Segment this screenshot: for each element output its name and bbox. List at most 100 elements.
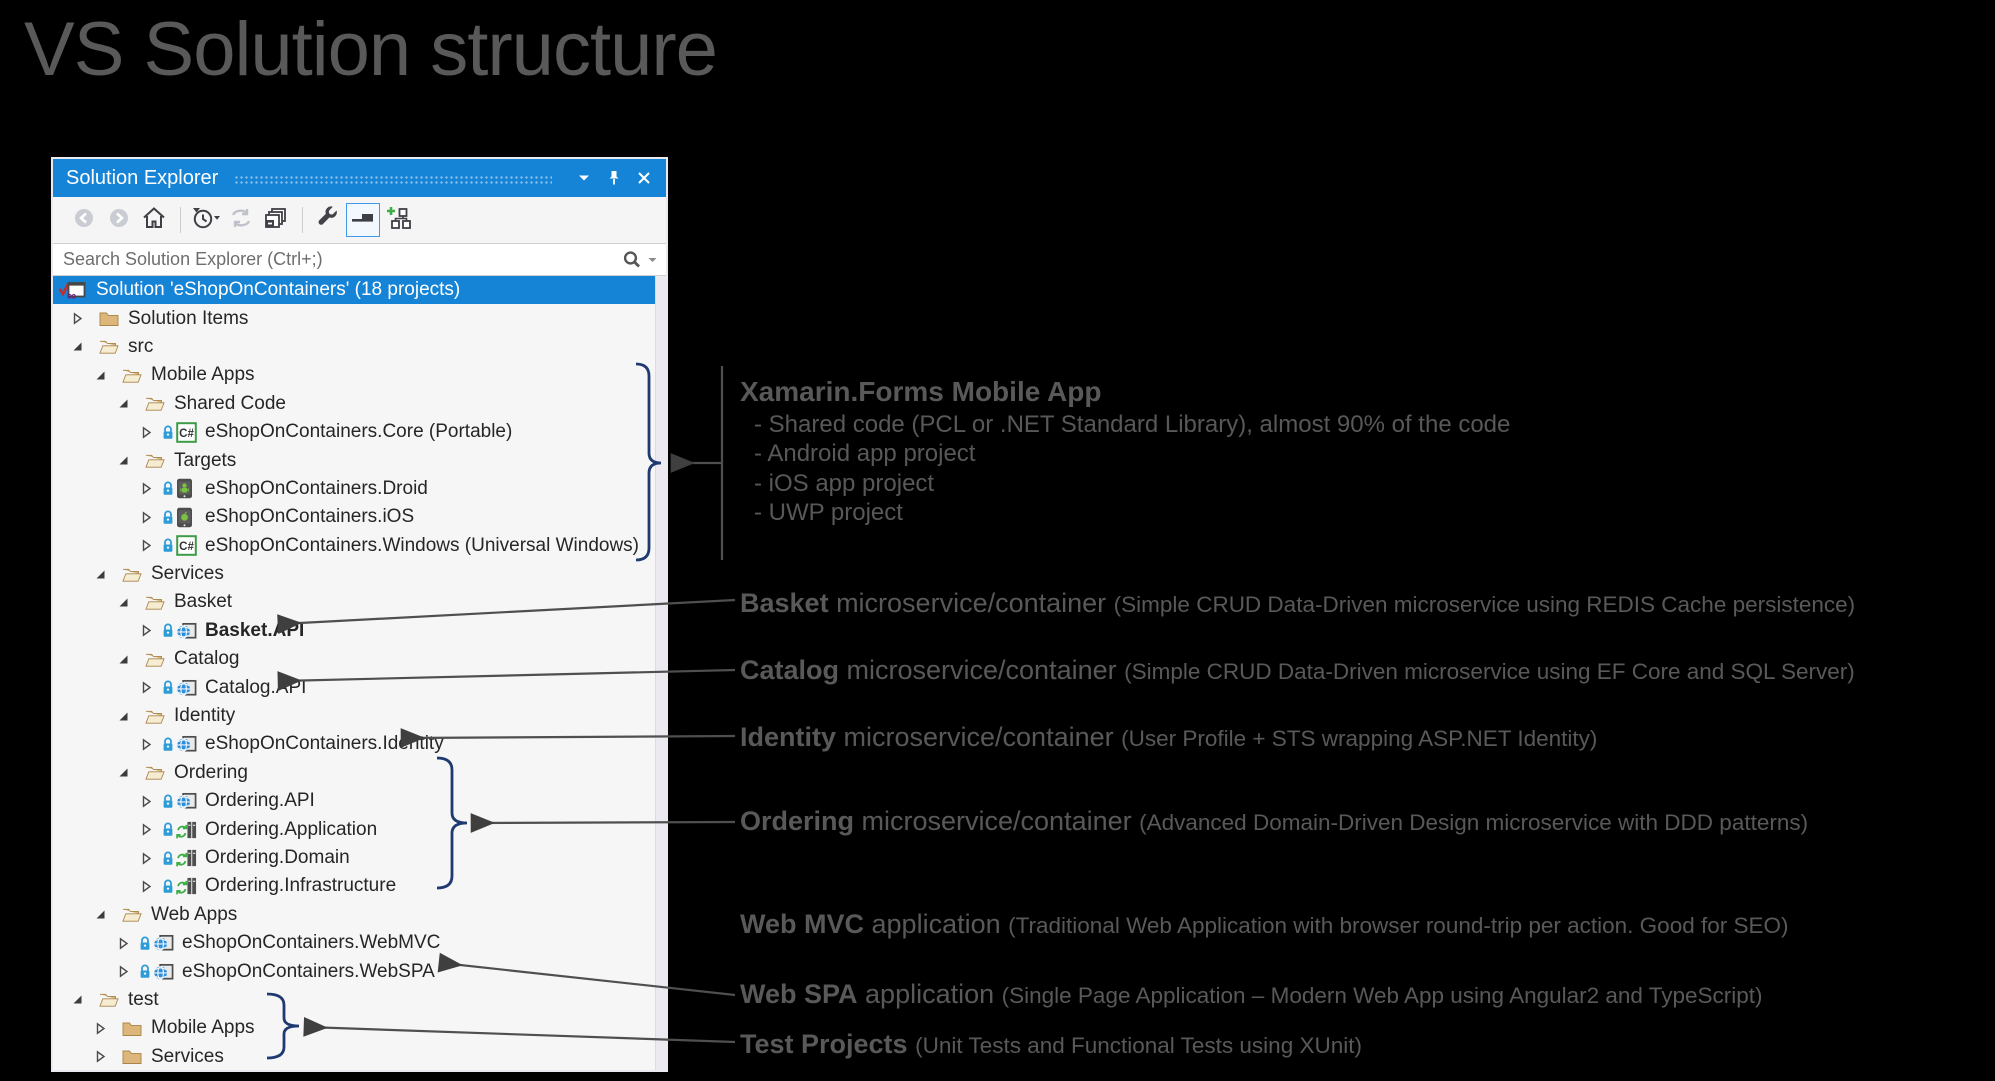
tree-row[interactable]: Ordering.Infrastructure [53, 872, 666, 900]
properties-button[interactable] [311, 203, 345, 237]
expander-open-icon[interactable] [116, 397, 130, 410]
switch-views-button[interactable] [189, 203, 223, 237]
tree-row[interactable]: Ordering.Domain [53, 844, 666, 872]
annotation-bullet: - UWP project [754, 499, 903, 527]
tree-row[interactable]: Ordering [53, 759, 666, 787]
expander-open-icon[interactable] [93, 568, 107, 581]
tree-row[interactable]: Catalog.API [53, 673, 666, 701]
expander-closed-icon[interactable] [139, 426, 153, 439]
tree-row[interactable]: eShopOnContainers.Identity [53, 730, 666, 758]
tree-row[interactable]: C#eShopOnContainers.Core (Portable) [53, 418, 666, 446]
tree-row[interactable]: Shared Code [53, 390, 666, 418]
annotation-text: microservice/container [836, 722, 1122, 752]
sync-with-active-document-button[interactable] [224, 203, 258, 237]
expander-closed-icon[interactable] [116, 937, 130, 950]
tree-row-solution[interactable]: ∞Solution 'eShopOnContainers' (18 projec… [53, 276, 666, 305]
expander-closed-icon[interactable] [139, 539, 153, 552]
tree-row[interactable]: Services [53, 560, 666, 588]
new-solution-view-button[interactable] [381, 203, 415, 237]
search-input[interactable]: Search Solution Explorer (Ctrl+;) [63, 249, 323, 269]
home-button[interactable] [137, 203, 171, 237]
web-project-icon [176, 678, 197, 698]
annotation-detail: (Unit Tests and Functional Tests using X… [915, 1033, 1362, 1058]
expander-open-icon[interactable] [116, 710, 130, 723]
expander-closed-icon[interactable] [139, 482, 153, 495]
tree-row[interactable]: src [53, 333, 666, 361]
tree-row[interactable]: Identity [53, 702, 666, 730]
annotation-text: microservice/container [854, 806, 1140, 836]
panel-titlebar[interactable]: Solution Explorer [53, 159, 666, 197]
tree-item-label: Basket [174, 591, 233, 613]
search-options-caret-icon[interactable] [647, 256, 658, 264]
lock-icon [162, 680, 174, 695]
expander-closed-icon[interactable] [139, 624, 153, 637]
tree-item-label: Solution Items [128, 307, 249, 329]
expander-closed-icon[interactable] [116, 965, 130, 978]
tree-row[interactable]: Ordering.API [53, 787, 666, 815]
folder-open-icon [99, 338, 119, 355]
web-project-icon [176, 621, 197, 641]
pin-icon[interactable] [602, 167, 626, 189]
expander-closed-icon[interactable] [93, 1022, 107, 1035]
preview-bar-icon [350, 208, 376, 233]
tree-row[interactable]: Ordering.Application [53, 815, 666, 843]
expander-closed-icon[interactable] [139, 795, 153, 808]
tree-row[interactable]: eShopOnContainers.WebMVC [53, 929, 666, 957]
home-icon [142, 206, 166, 234]
expander-open-icon[interactable] [116, 766, 130, 779]
tree-row[interactable]: Basket.API [53, 617, 666, 645]
annotation-text: microservice/container [839, 655, 1125, 685]
expander-open-icon[interactable] [70, 993, 84, 1006]
tree-item-label: Catalog.API [205, 676, 307, 698]
tree-row[interactable]: Catalog [53, 645, 666, 673]
solution-icon: ∞ [58, 280, 88, 301]
expander-closed-icon[interactable] [139, 880, 153, 893]
vertical-scrollbar[interactable] [655, 276, 666, 1070]
back-button[interactable] [67, 203, 101, 237]
tree-row[interactable]: eShopOnContainers.iOS [53, 503, 666, 531]
tree-row[interactable]: Solution Items [53, 304, 666, 332]
window-position-icon[interactable] [572, 167, 596, 189]
expander-closed-icon[interactable] [139, 511, 153, 524]
lock-icon [162, 623, 174, 638]
tree-item-label: test [128, 988, 159, 1010]
lock-icon [162, 538, 174, 553]
tree-row[interactable]: Targets [53, 446, 666, 474]
expander-open-icon[interactable] [116, 596, 130, 609]
expander-open-icon[interactable] [116, 653, 130, 666]
drag-handle-dots[interactable] [234, 174, 552, 186]
tree-row[interactable]: Services [53, 1043, 666, 1070]
annotation-text: application [857, 979, 1002, 1009]
tree-row[interactable]: test [53, 986, 666, 1014]
collapse-all-button[interactable] [259, 203, 293, 237]
expander-open-icon[interactable] [93, 908, 107, 921]
tree-item-label: Ordering.API [205, 790, 315, 812]
tree-row[interactable]: Mobile Apps [53, 1014, 666, 1042]
tree-row[interactable]: Web Apps [53, 901, 666, 929]
expander-open-icon[interactable] [93, 369, 107, 382]
tree-row[interactable]: eShopOnContainers.Droid [53, 475, 666, 503]
expander-open-icon[interactable] [70, 340, 84, 353]
expander-closed-icon[interactable] [139, 823, 153, 836]
tree-row[interactable]: Basket [53, 588, 666, 616]
stacked-windows-icon [264, 207, 288, 234]
expander-open-icon[interactable] [116, 454, 130, 467]
expander-closed-icon[interactable] [139, 681, 153, 694]
expander-closed-icon[interactable] [93, 1050, 107, 1063]
org-chart-plus-icon [385, 206, 411, 235]
expander-closed-icon[interactable] [139, 738, 153, 751]
search-box[interactable]: Search Solution Explorer (Ctrl+;) [53, 243, 666, 276]
tree-row[interactable]: Mobile Apps [53, 361, 666, 389]
expander-closed-icon[interactable] [139, 851, 153, 865]
search-icon[interactable] [621, 249, 643, 271]
close-icon[interactable] [632, 167, 656, 189]
forward-button[interactable] [102, 203, 136, 237]
solution-tree: ∞Solution 'eShopOnContainers' (18 projec… [53, 276, 666, 1070]
back-icon [73, 207, 95, 234]
tree-row[interactable]: eShopOnContainers.WebSPA [53, 957, 666, 985]
folder-open-icon [145, 708, 165, 725]
expander-closed-icon[interactable] [70, 312, 84, 325]
tree-row[interactable]: C#eShopOnContainers.Windows (Universal W… [53, 532, 666, 560]
annotation-detail: (Simple CRUD Data-Driven microservice us… [1113, 592, 1856, 617]
preview-selected-items-button[interactable] [346, 203, 380, 237]
